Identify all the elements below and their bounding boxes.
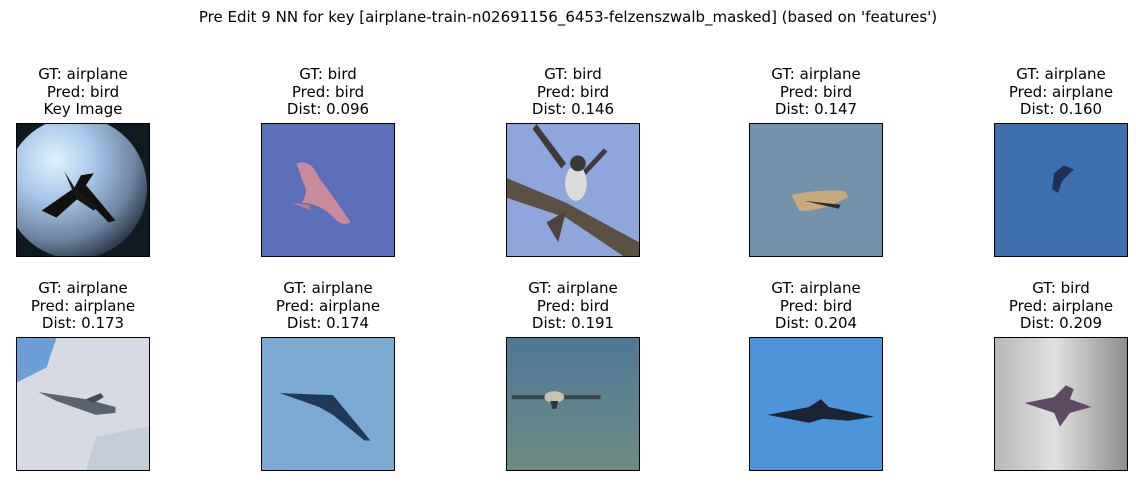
gt-label: GT: bird	[299, 65, 357, 83]
gt-label: GT: airplane	[528, 279, 618, 297]
extra-label: Dist: 0.173	[41, 314, 125, 332]
gt-label: GT: airplane	[38, 279, 128, 297]
gt-label: GT: bird	[1032, 279, 1090, 297]
pred-label: Pred: airplane	[30, 296, 136, 315]
extra-label: Key Image	[43, 100, 123, 118]
pred-label: Pred: bird	[536, 82, 610, 101]
gt-label: GT: airplane	[38, 65, 128, 83]
panel-5: GT: airplane Pred: airplane Dist: 0.160	[971, 65, 1136, 257]
pred-label: Pred: airplane	[1008, 296, 1114, 315]
pred-label: Pred: bird	[46, 82, 120, 101]
extra-label: Dist: 0.174	[286, 314, 370, 332]
small-plane-blue-image	[994, 123, 1128, 257]
gt-label: GT: airplane	[771, 65, 861, 83]
jet-clouds-image	[16, 337, 150, 471]
extra-label: Dist: 0.191	[531, 314, 615, 332]
pred-label: Pred: bird	[536, 296, 610, 315]
panel-caption: GT: airplane Pred: airplane Dist: 0.173	[0, 279, 173, 333]
panel-caption: GT: airplane Pred: bird Key Image	[0, 65, 173, 119]
extra-label: Dist: 0.147	[774, 100, 858, 118]
panel-7: GT: airplane Pred: airplane Dist: 0.174	[238, 279, 418, 471]
extra-label: Dist: 0.160	[1019, 100, 1103, 118]
pred-label: Pred: bird	[291, 82, 365, 101]
panel-caption: GT: airplane Pred: bird Dist: 0.204	[726, 279, 906, 333]
panel-10: GT: bird Pred: airplane Dist: 0.209	[971, 279, 1136, 471]
gt-label: GT: bird	[544, 65, 602, 83]
pred-label: Pred: bird	[779, 296, 853, 315]
panel-caption: GT: bird Pred: airplane Dist: 0.209	[971, 279, 1136, 333]
gt-label: GT: airplane	[771, 279, 861, 297]
bomber-blue-sky-image	[749, 337, 883, 471]
panel-4: GT: airplane Pred: bird Dist: 0.147	[726, 65, 906, 257]
panel-caption: GT: bird Pred: bird Dist: 0.096	[238, 65, 418, 119]
gt-label: GT: airplane	[283, 279, 373, 297]
figure-title: Pre Edit 9 NN for key [airplane-train-n0…	[198, 8, 938, 26]
stealth-bomber-image	[261, 337, 395, 471]
extra-label: Dist: 0.209	[1019, 314, 1103, 332]
gt-label: GT: airplane	[1016, 65, 1106, 83]
key-airplane-image	[16, 123, 150, 257]
panel-caption: GT: airplane Pred: airplane Dist: 0.160	[971, 65, 1136, 119]
plane-grey-sky-image	[749, 123, 883, 257]
pred-label: Pred: airplane	[275, 296, 381, 315]
pred-label: Pred: bird	[779, 82, 853, 101]
extra-label: Dist: 0.096	[286, 100, 370, 118]
panel-9: GT: airplane Pred: bird Dist: 0.204	[726, 279, 906, 471]
panel-caption: GT: bird Pred: bird Dist: 0.146	[483, 65, 663, 119]
blurry-bird-grey-image	[994, 337, 1128, 471]
extra-label: Dist: 0.204	[774, 314, 858, 332]
panel-caption: GT: airplane Pred: bird Dist: 0.147	[726, 65, 906, 119]
pink-bird-image	[261, 123, 395, 257]
panel-6: GT: airplane Pred: airplane Dist: 0.173	[0, 279, 173, 471]
bird-on-branch-image	[506, 123, 640, 257]
pred-label: Pred: airplane	[1008, 82, 1114, 101]
panel-2: GT: bird Pred: bird Dist: 0.096	[238, 65, 418, 257]
extra-label: Dist: 0.146	[531, 100, 615, 118]
panel-caption: GT: airplane Pred: airplane Dist: 0.174	[238, 279, 418, 333]
prop-plane-teal-image	[506, 337, 640, 471]
panel-8: GT: airplane Pred: bird Dist: 0.191	[483, 279, 663, 471]
panel-caption: GT: airplane Pred: bird Dist: 0.191	[483, 279, 663, 333]
panel-3: GT: bird Pred: bird Dist: 0.146	[483, 65, 663, 257]
panel-1: GT: airplane Pred: bird Key Image	[0, 65, 173, 257]
